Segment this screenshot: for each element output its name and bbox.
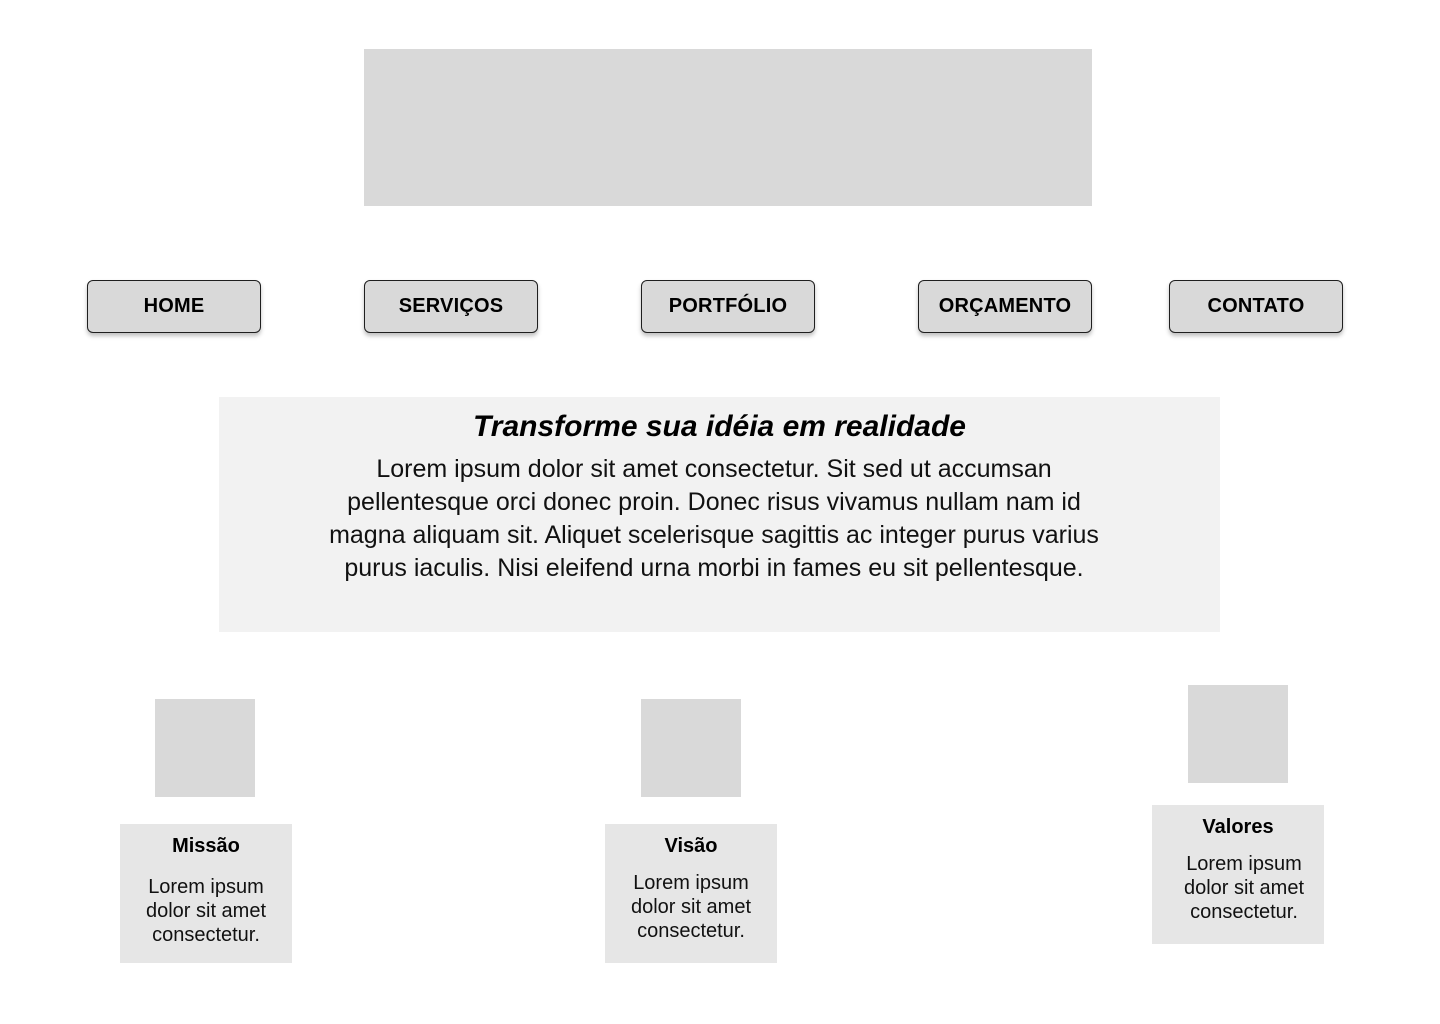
visao-card-title: Visão xyxy=(664,835,718,857)
nav-servicos-button[interactable]: SERVIÇOS xyxy=(364,280,538,333)
missao-card: Missão Lorem ipsum dolor sit amet consec… xyxy=(120,824,292,963)
valores-card-text: Lorem ipsum dolor sit amet consectetur. xyxy=(1183,853,1305,923)
nav-home-button[interactable]: HOME xyxy=(87,280,261,333)
missao-card-text: Lorem ipsum dolor sit amet consectetur. xyxy=(145,876,267,946)
nav-orcamento-button[interactable]: ORÇAMENTO xyxy=(918,280,1092,333)
banner-image-placeholder xyxy=(364,49,1092,206)
visao-card: Visão Lorem ipsum dolor sit amet consect… xyxy=(605,824,777,963)
missao-card-title: Missão xyxy=(172,835,240,857)
visao-card-text: Lorem ipsum dolor sit amet consectetur. xyxy=(630,872,752,942)
missao-image-placeholder xyxy=(155,699,255,797)
valores-card: Valores Lorem ipsum dolor sit amet conse… xyxy=(1152,805,1324,944)
visao-image-placeholder xyxy=(641,699,741,797)
nav-portfolio-button[interactable]: PORTFÓLIO xyxy=(641,280,815,333)
valores-card-title: Valores xyxy=(1202,816,1274,838)
valores-image-placeholder xyxy=(1188,685,1288,783)
hero-title: Transforme sua idéia em realidade xyxy=(473,410,966,443)
hero-section: Transforme sua idéia em realidade Lorem … xyxy=(219,397,1220,632)
nav-contato-button[interactable]: CONTATO xyxy=(1169,280,1343,333)
hero-description: Lorem ipsum dolor sit amet consectetur. … xyxy=(329,455,1099,582)
